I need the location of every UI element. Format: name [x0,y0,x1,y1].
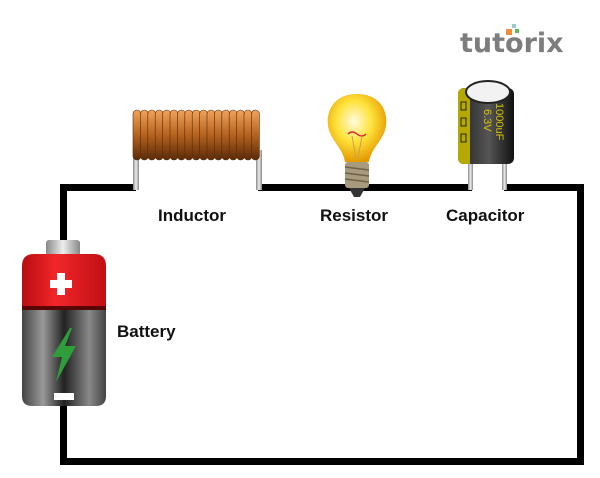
coil-turn [214,109,223,161]
coil-turn [251,109,260,161]
coil-turn [184,109,194,161]
coil-turn [169,109,179,161]
coil-turn [243,109,253,161]
tutorix-logo: tutorix [460,28,564,59]
coil-turn [147,109,157,161]
coil-turn [191,109,201,161]
battery-label: Battery [117,322,176,341]
coil-turn [206,109,216,161]
inductor-coil-icon [132,109,262,190]
coil-turn [221,109,231,161]
battery-icon [22,240,106,406]
light-bulb-icon [327,94,387,197]
capacitor-label: Capacitor [446,206,525,225]
coil-turn [140,109,149,161]
coil-turn [132,109,142,161]
capacitor-icon: 1000uF 6.3V [458,80,514,190]
resistor-label: Resistor [320,206,389,225]
capacitor-marking-1: 1000uF [493,103,505,141]
coil-turn [177,109,186,161]
coil-turn [236,109,245,161]
minus-icon [54,393,74,400]
coil-turn [199,109,208,161]
coil-turn [154,109,164,161]
logo-dots [506,24,519,35]
capacitor-marking-2: 6.3V [481,109,493,132]
plus-icon [50,273,72,295]
coil-turn [162,109,171,161]
inductor-label: Inductor [158,206,226,225]
lightning-bolt-icon [52,328,76,382]
coil-turn [228,109,238,161]
